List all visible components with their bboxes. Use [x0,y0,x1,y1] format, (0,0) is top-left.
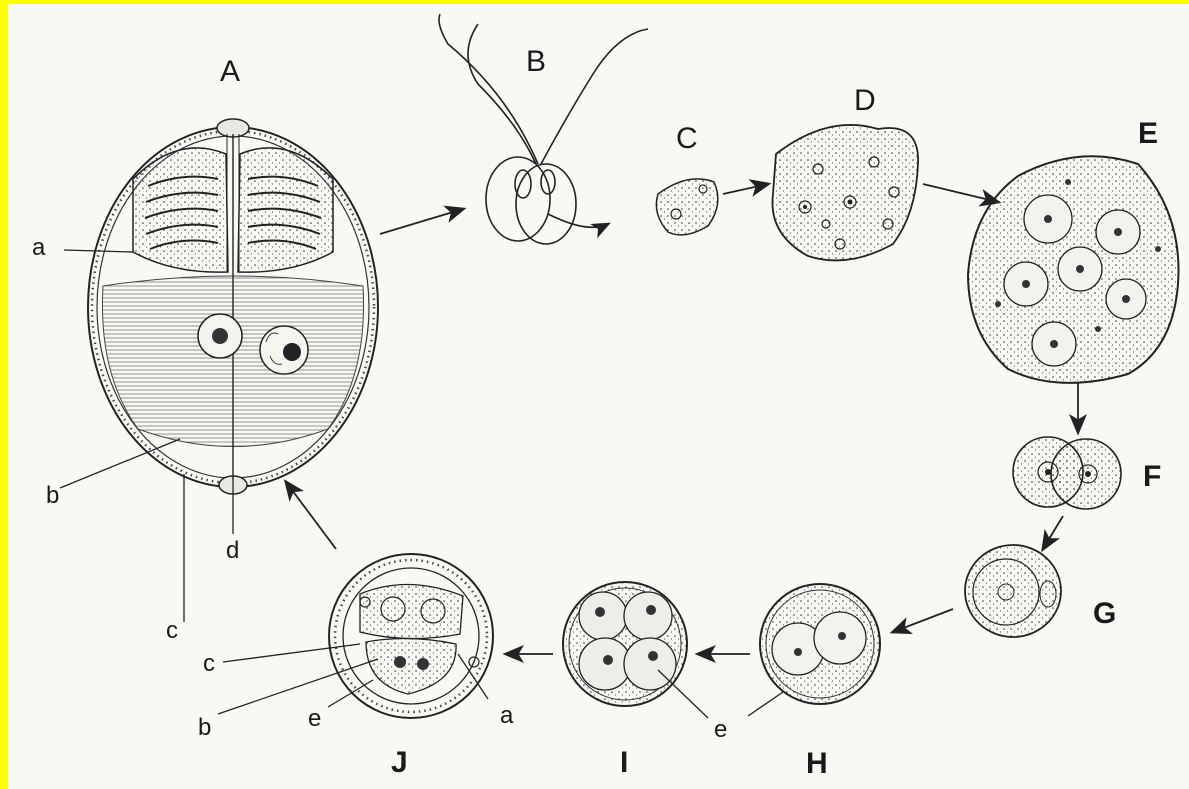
stage-label-b: B [526,47,546,77]
part-label-j-b: b [198,716,211,740]
stage-c-amoeba [656,179,717,235]
stage-f-pair [1013,437,1121,509]
stage-i-four-cells [563,582,687,706]
arrow-f-to-g [1043,516,1063,549]
stage-a-spore [88,119,378,494]
arrow-g-to-h [893,609,953,632]
part-label-a-d: d [226,539,239,563]
stage-e-plasmodium [968,156,1179,383]
part-label-a-b: b [46,484,59,508]
stage-label-j: J [391,748,408,778]
stage-label-d: D [854,86,876,116]
part-label-a-c: c [166,619,178,643]
stage-label-i: I [620,748,628,778]
stage-label-c: C [676,124,698,154]
part-label-j-e: e [308,707,321,731]
stage-label-h: H [806,749,828,779]
cycle-arrows [286,184,1078,654]
arrow-d-to-e [923,184,998,202]
life-cycle-diagram [8,4,1189,789]
arrow-c-to-d [723,184,768,194]
stage-label-a: A [220,57,240,87]
part-label-i-e: e [714,718,727,742]
stage-d-plasmodium [772,125,918,261]
arrow-j-to-a [286,482,336,549]
arrow-a-to-b [380,209,463,234]
part-label-j-c: c [203,652,215,676]
stage-g-enveloped-cell [965,545,1061,637]
stage-label-g: G [1093,599,1116,629]
part-label-j-a: a [500,704,513,728]
part-label-a-a: a [32,236,45,260]
stage-label-e: E [1138,119,1158,149]
stage-label-f: F [1143,462,1161,492]
stage-h-two-cells [760,584,880,704]
figure-frame: A B C D E F G H I J a b c d c b e a e e [8,4,1189,789]
stage-j-developing-spore [329,554,493,718]
